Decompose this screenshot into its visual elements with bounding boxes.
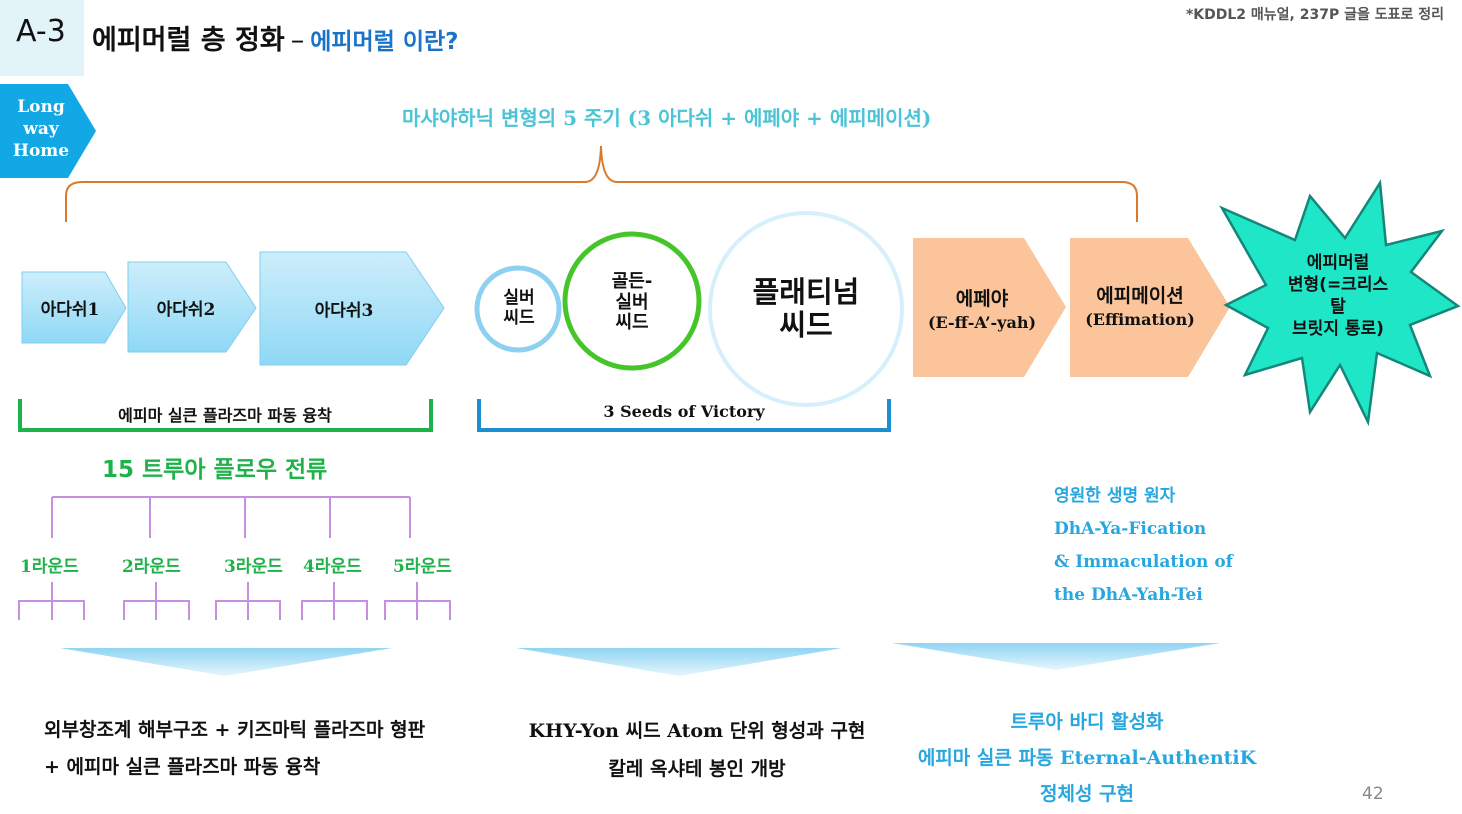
seed-line: 씨드	[503, 307, 535, 328]
result-line: + 에피마 실큰 플라즈마 파동 융착	[44, 756, 321, 778]
green-bracket-label: 에피마 실큰 플라즈마 파동 융착	[118, 406, 332, 425]
adash3-arrow	[259, 251, 445, 366]
result-middle: KHY-Yon 씨드 Atom 단위 형성과 구현 칼레 옥샤테 봉인 개방	[512, 712, 882, 788]
title-dash: –	[290, 25, 305, 56]
blue-bracket-label: 3 Seeds of Victory	[603, 402, 765, 421]
flow-title: 15 트루아 플로우 전류	[102, 457, 328, 483]
page-number: 42	[1362, 784, 1384, 804]
platinum-seed-label: 플래티넘 씨드	[708, 275, 904, 343]
golden-silver-seed-label: 골든- 실버 씨드	[562, 271, 702, 334]
seed-line: 골든-	[611, 271, 653, 292]
ephemeral-starburst	[1219, 179, 1461, 427]
round-label: 5라운드	[393, 557, 452, 577]
result-line: 정체성 구현	[1039, 783, 1134, 805]
epheya-title: 에페야	[955, 288, 1009, 310]
star-line: 에피머럴	[1306, 253, 1370, 273]
adash1-arrow	[21, 271, 127, 344]
down-triangle-left	[60, 648, 392, 676]
seed-line: 플래티넘	[752, 275, 860, 309]
down-triangle-right	[892, 643, 1220, 670]
section-code: A-3	[16, 14, 66, 49]
silver-seed-label: 실버 씨드	[474, 288, 564, 328]
adash1-label: 아다쉬1	[40, 300, 100, 320]
result-line: 칼레 옥샤테 봉인 개방	[608, 758, 786, 780]
eternal-line: 영원한 생명 원자	[1054, 486, 1176, 506]
home-line: Home	[12, 141, 70, 161]
result-line: KHY-Yon 씨드 Atom 단위 형성과 구현	[528, 720, 866, 742]
effimation-title: 에피메이션	[1096, 285, 1184, 307]
result-line: 트루아 바디 활성화	[1010, 711, 1164, 733]
eternal-line: DhA-Ya-Fication	[1054, 519, 1207, 539]
eternal-line: the DhA-Yah-Tei	[1054, 585, 1203, 605]
effimation-sub: (Effimation)	[1085, 310, 1195, 329]
starburst-label: 에피머럴 변형(=크리스 탈 브릿지 통로)	[1262, 252, 1414, 340]
adash2-label: 아다쉬2	[156, 300, 216, 320]
star-line: 브릿지 통로)	[1292, 319, 1384, 339]
effimation-label: 에피메이션 (Effimation)	[1070, 281, 1210, 330]
section-code-box	[0, 0, 84, 76]
platinum-seed-circle	[708, 211, 904, 407]
golden-silver-seed-circle	[562, 231, 702, 371]
result-right: 트루아 바디 활성화 에피마 실큰 파동 Eternal-AuthentiK 정…	[904, 704, 1270, 812]
cycle-brace	[65, 145, 1138, 222]
seed-line: 씨드	[615, 312, 649, 334]
cycle-title: 마샤야하닉 변형의 5 주기 (3 아다쉬 + 에페야 + 에피메이션)	[402, 106, 932, 130]
round-tree-top	[51, 496, 411, 538]
seed-line: 실버	[615, 291, 649, 313]
page-title: 에피머럴 층 정화–에피머럴 이란?	[92, 18, 459, 57]
epheya-arrow	[913, 238, 1066, 377]
source-note: *KDDL2 매뉴얼, 237P 글을 도표로 정리	[1185, 7, 1444, 23]
adash2-arrow	[127, 261, 257, 353]
page-subtitle: 에피머럴 이란?	[310, 29, 459, 55]
home-line: way	[23, 119, 59, 139]
round-tree-bottom	[18, 582, 451, 620]
blue-bracket	[477, 399, 891, 432]
page-title-main: 에피머럴 층 정화	[92, 25, 285, 56]
effimation-arrow	[1070, 238, 1230, 377]
star-line: 탈	[1330, 297, 1346, 317]
result-left: 외부창조계 해부구조 + 키즈마틱 플라즈마 형판 + 에피마 실큰 플라즈마 …	[44, 712, 425, 786]
result-line: 외부창조계 해부구조 + 키즈마틱 플라즈마 형판	[44, 719, 426, 741]
seed-line: 실버	[503, 288, 535, 308]
seed-line: 씨드	[779, 308, 833, 343]
adash3-label: 아다쉬3	[314, 301, 374, 321]
epheya-label: 에페야 (E-ff-A’-yah)	[912, 284, 1052, 333]
epheya-sub: (E-ff-A’-yah)	[927, 313, 1037, 332]
home-line: Long	[17, 97, 65, 117]
long-way-home-label: Long way Home	[0, 96, 82, 162]
silver-seed-circle	[474, 265, 562, 353]
eternal-life-text: 영원한 생명 원자 DhA-Ya-Fication & Immaculation…	[1054, 480, 1233, 612]
star-line: 변형(=크리스	[1287, 275, 1389, 295]
long-way-home-arrow	[0, 84, 96, 178]
eternal-line: & Immaculation of	[1054, 552, 1233, 572]
round-label: 2라운드	[122, 557, 181, 577]
result-line: 에피마 실큰 파동 Eternal-AuthentiK	[917, 747, 1257, 769]
round-label: 3라운드	[224, 557, 283, 577]
green-bracket	[18, 399, 433, 432]
down-triangle-middle	[516, 648, 842, 676]
round-label: 1라운드	[20, 557, 79, 577]
round-label: 4라운드	[303, 557, 362, 577]
